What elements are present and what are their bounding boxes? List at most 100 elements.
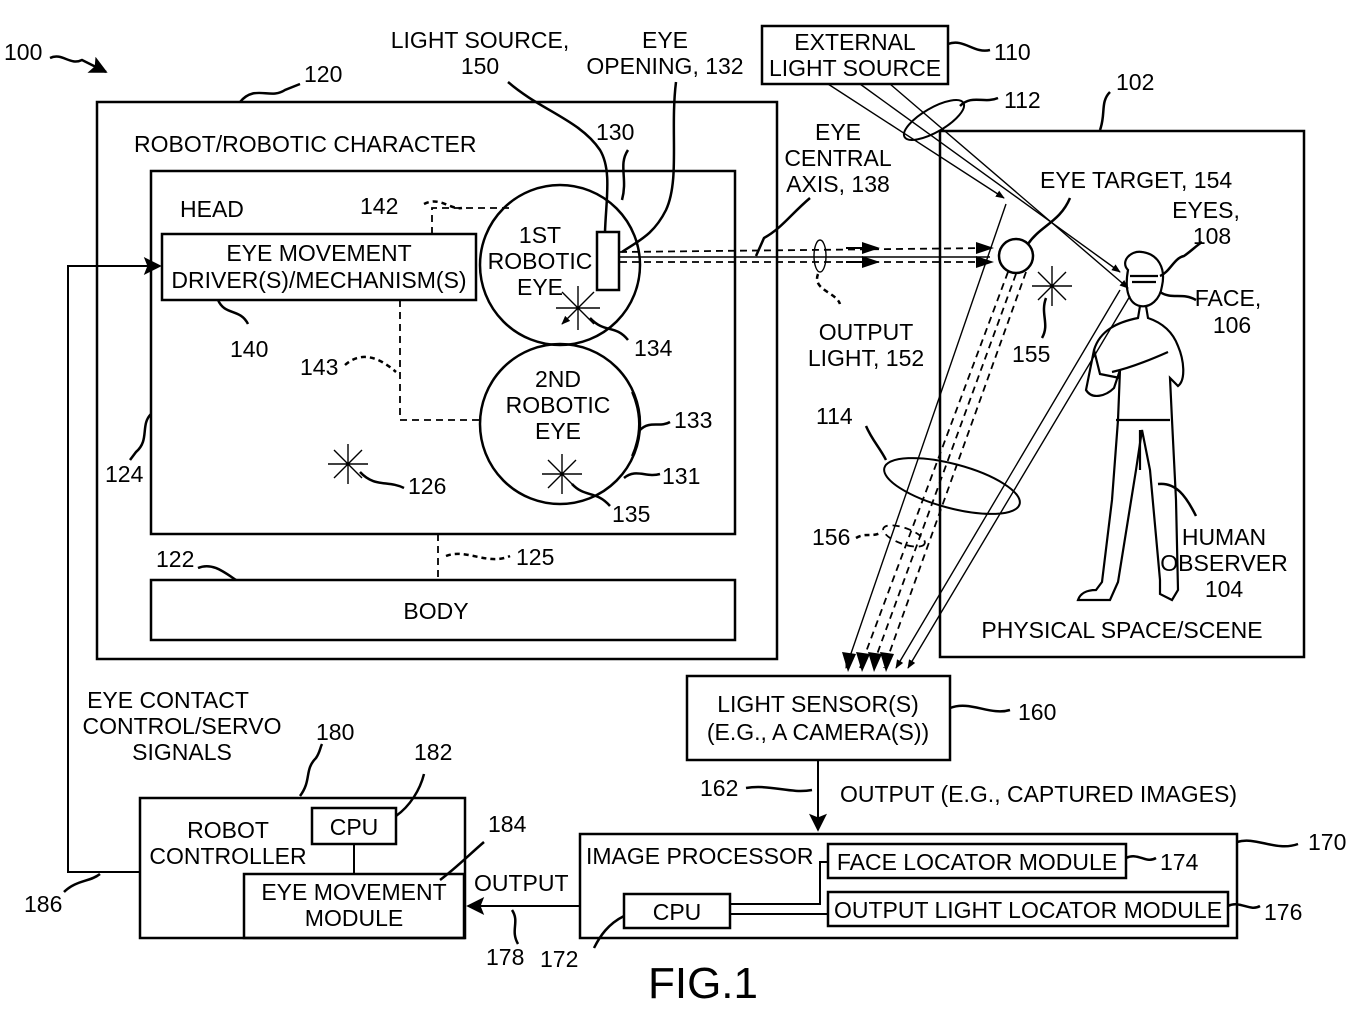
sensor-ray-5 bbox=[895, 289, 1121, 669]
output-light-label-2: LIGHT, 152 bbox=[808, 345, 924, 371]
ray-bundle-114 bbox=[883, 457, 1021, 515]
eye-driver-box bbox=[160, 232, 478, 302]
eye-movement-module-box bbox=[242, 872, 466, 940]
ref-135-leader bbox=[571, 483, 611, 507]
ref-142-leader bbox=[423, 200, 463, 210]
ref-125-leader bbox=[445, 552, 511, 561]
ref-124: 124 bbox=[105, 461, 144, 487]
face-locator-label: FACE LOCATOR MODULE bbox=[837, 849, 1117, 875]
ref-143: 143 bbox=[300, 354, 338, 380]
processor-cpu-box bbox=[622, 892, 732, 930]
ref-143-leader bbox=[344, 355, 397, 373]
image-processor-label: IMAGE PROCESSOR bbox=[586, 843, 813, 869]
eye1-line2: ROBOTIC bbox=[488, 248, 593, 274]
eye-driver-line1: EYE MOVEMENT bbox=[226, 240, 411, 266]
face-label-2: 106 bbox=[1213, 312, 1251, 338]
ray-bundle-156 bbox=[882, 524, 926, 548]
human-observer bbox=[1076, 250, 1185, 602]
eye1-line3: EYE bbox=[517, 274, 563, 300]
ref-186: 186 bbox=[24, 891, 62, 917]
eye2-line2: ROBOTIC bbox=[506, 392, 611, 418]
eye-target bbox=[997, 237, 1035, 275]
signals-label-3: SIGNALS bbox=[132, 739, 232, 765]
ref-110: 110 bbox=[994, 39, 1031, 65]
axis-star-155 bbox=[1032, 266, 1072, 306]
ref-174-leader bbox=[1125, 855, 1157, 861]
ref-180: 180 bbox=[316, 719, 354, 745]
eye-opening-label-2: OPENING, 132 bbox=[586, 53, 743, 79]
ref-178: 178 bbox=[486, 944, 524, 970]
sensor-ray-2 bbox=[859, 271, 1009, 669]
ref-162-leader bbox=[745, 785, 813, 793]
light-source-leader bbox=[507, 81, 609, 233]
body-box bbox=[149, 578, 737, 642]
eye-target-leader bbox=[1026, 197, 1072, 245]
ref-100: 100 bbox=[4, 39, 42, 65]
external-light-line1: EXTERNAL bbox=[794, 29, 916, 55]
processor-output-label: OUTPUT bbox=[474, 870, 569, 896]
eyes-leader bbox=[1159, 240, 1203, 278]
ref-184: 184 bbox=[488, 811, 527, 837]
output-light-locator-label: OUTPUT LIGHT LOCATOR MODULE bbox=[834, 897, 1222, 923]
face-label-1: FACE, bbox=[1195, 285, 1261, 311]
light-sensor-line1: LIGHT SENSOR(S) bbox=[717, 691, 919, 717]
external-light-box bbox=[760, 24, 950, 86]
ref-142: 142 bbox=[360, 193, 398, 219]
ref-174: 174 bbox=[1160, 849, 1199, 875]
control-signal-line bbox=[67, 257, 162, 873]
ref-172: 172 bbox=[540, 946, 578, 972]
ref-114-leader bbox=[864, 425, 888, 461]
ref-178-leader bbox=[510, 909, 520, 945]
ref-152-leader bbox=[815, 273, 842, 305]
light-sensor-box bbox=[685, 674, 952, 762]
processor-cpu-label: CPU bbox=[653, 899, 702, 925]
sensor-ray-6 bbox=[907, 295, 1131, 669]
human-label-1: HUMAN bbox=[1182, 524, 1266, 550]
ref-124-leader bbox=[129, 413, 152, 461]
ref-100-arrow bbox=[49, 55, 108, 74]
ref-172-leader bbox=[592, 914, 625, 949]
ext-ray-3 bbox=[889, 83, 1129, 289]
ref-134-leader bbox=[589, 317, 629, 341]
beam-arrowheads-mid bbox=[862, 242, 880, 268]
ref-180-leader bbox=[298, 743, 324, 797]
ref-133-leader bbox=[639, 420, 671, 431]
ref-134: 134 bbox=[634, 335, 673, 361]
ref-182-leader bbox=[395, 773, 426, 818]
robot-label: ROBOT/ROBOTIC CHARACTER bbox=[134, 131, 476, 157]
ref-126-leader bbox=[359, 471, 405, 490]
light-source-label-1: LIGHT SOURCE, bbox=[391, 27, 570, 53]
face-leader bbox=[1159, 290, 1197, 302]
beam-cross-section bbox=[813, 239, 827, 273]
ref-170-leader bbox=[1236, 839, 1299, 848]
image-processor-box bbox=[578, 832, 1239, 940]
ref-130: 130 bbox=[596, 119, 634, 145]
ext-ray-1 bbox=[827, 83, 1005, 199]
ref-155-leader bbox=[1040, 297, 1048, 339]
ref-156: 156 bbox=[812, 524, 850, 550]
ref-114: 114 bbox=[816, 403, 853, 429]
eye-driver-line2: DRIVER(S)/MECHANISM(S) bbox=[171, 267, 466, 293]
ref-176-leader bbox=[1227, 903, 1261, 909]
ref-102: 102 bbox=[1116, 69, 1154, 95]
ref-155: 155 bbox=[1012, 341, 1050, 367]
eye1-line1: 1ST bbox=[519, 222, 561, 248]
ref-162: 162 bbox=[700, 775, 738, 801]
sensor-ray-1 bbox=[845, 203, 1007, 669]
eye-opening-133 bbox=[631, 391, 640, 457]
eye-movement-module-line2: MODULE bbox=[305, 905, 403, 931]
sensor-ray-3 bbox=[871, 273, 1017, 669]
link-142 bbox=[431, 207, 510, 234]
output-light-locator-box bbox=[826, 890, 1230, 928]
ref-135: 135 bbox=[612, 501, 650, 527]
controller-cpu-label: CPU bbox=[330, 814, 379, 840]
robot-controller-line2: CONTROLLER bbox=[149, 843, 306, 869]
head-box bbox=[149, 169, 737, 536]
ref-112-leader bbox=[959, 96, 999, 107]
ref-186-leader bbox=[63, 872, 101, 893]
axis-label-2: CENTRAL bbox=[784, 145, 892, 171]
ref-170: 170 bbox=[1308, 829, 1346, 855]
ref-126: 126 bbox=[408, 473, 446, 499]
axis-star-126 bbox=[328, 444, 368, 484]
